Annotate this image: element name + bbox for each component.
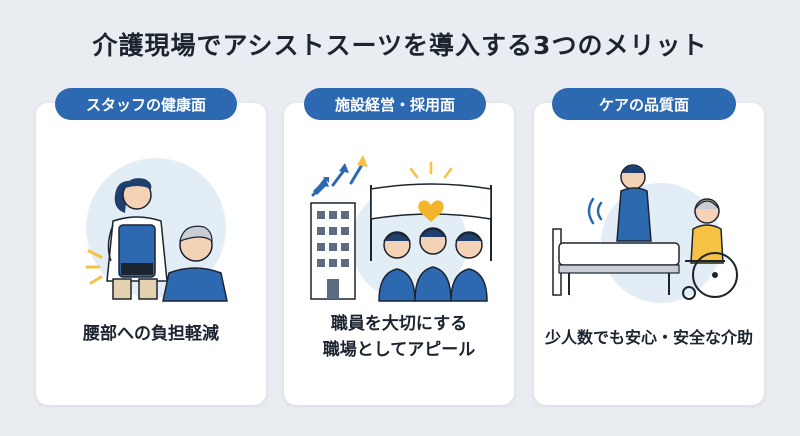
caregiver-wheelchair-bed-icon — [552, 164, 738, 303]
facility-staff-heart-banner-icon — [310, 155, 492, 302]
card-caption-care-quality: 少人数でも安心・安全な介助 — [534, 325, 764, 351]
caregiver-with-assist-suit-icon — [85, 158, 228, 302]
caption-line: 職場としてアピール — [322, 340, 476, 360]
caption-line: 少人数でも安心・安全な介助 — [544, 328, 753, 347]
card-label-facility-recruitment: 施設経営・採用面 — [304, 88, 486, 120]
card-label-care-quality: ケアの品質面 — [552, 88, 736, 120]
card-staff-health: 腰部への負担軽減 — [36, 103, 266, 405]
card-caption-staff-health: 腰部への負担軽減 — [36, 321, 266, 347]
card-caption-facility-recruitment: 職員を大切にする 職場としてアピール — [284, 311, 514, 363]
page-title: 介護現場でアシストスーツを導入する3つのメリット — [92, 31, 708, 60]
caption-line: 職員を大切にする — [330, 314, 468, 334]
caption-line: 腰部への負担軽減 — [83, 324, 219, 344]
card-facility-recruitment: 職員を大切にする 職場としてアピール — [284, 103, 514, 405]
card-label-staff-health: スタッフの健康面 — [55, 88, 237, 120]
card-care-quality: 少人数でも安心・安全な介助 — [534, 103, 764, 405]
